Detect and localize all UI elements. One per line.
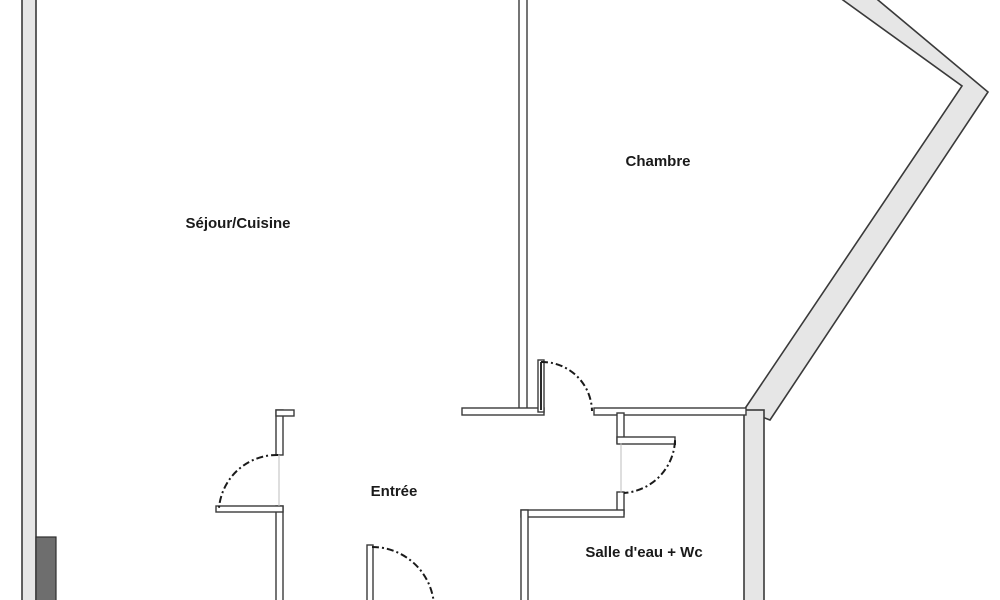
room-label-entree: Entrée (371, 483, 418, 500)
door-sejour-swing (218, 453, 279, 509)
door-salle-eau-swing (623, 440, 676, 494)
door-chambre-swing (540, 360, 593, 412)
partition-salle-eau-left (520, 509, 529, 600)
partition-salle-eau-door-stop (616, 436, 676, 445)
door-front-leaf (366, 544, 374, 600)
partition-salle-eau-horizontal (520, 509, 625, 518)
partition-sejour-chambre (518, 0, 528, 412)
wall-panel (35, 536, 57, 600)
partition-entree-lower (275, 505, 284, 600)
exterior-wall-angled (742, 0, 990, 421)
room-label-salle-eau: Salle d'eau + Wc (585, 544, 702, 561)
door-front-swing (371, 545, 435, 600)
partition-entree-door-stop (215, 505, 284, 513)
partition-entree-chambre-right (593, 407, 747, 416)
room-label-chambre: Chambre (625, 153, 690, 170)
partition-entree-upper (275, 409, 284, 456)
exterior-wall-left (21, 0, 37, 600)
partition-entree-chambre-left (461, 407, 545, 416)
room-label-sejour: Séjour/Cuisine (185, 215, 290, 232)
partition-entree-cap (275, 409, 295, 417)
exterior-wall-right (743, 409, 765, 600)
